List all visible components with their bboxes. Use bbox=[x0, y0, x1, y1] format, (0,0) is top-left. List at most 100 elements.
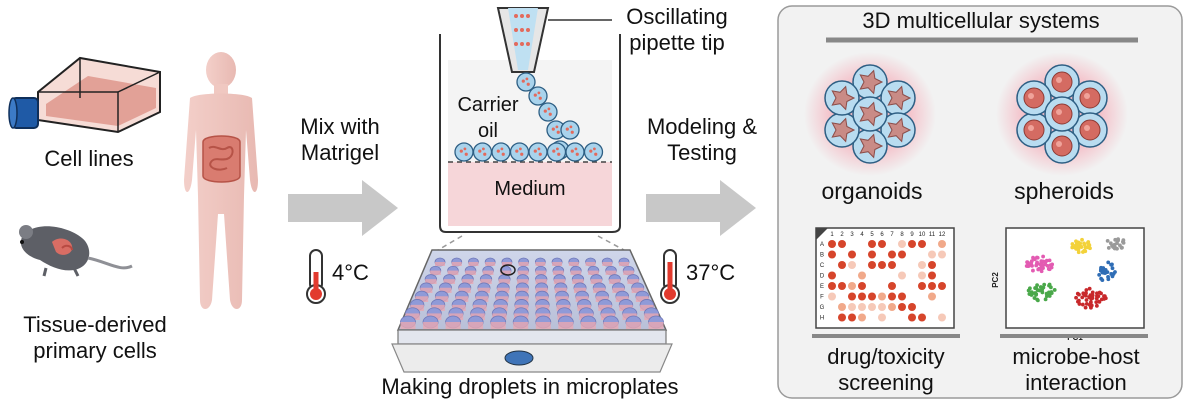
droplet bbox=[538, 102, 558, 122]
well-medium bbox=[443, 279, 455, 284]
droplet bbox=[454, 142, 474, 162]
pca-point bbox=[1026, 262, 1031, 266]
pipette-dot bbox=[520, 28, 524, 32]
well-medium bbox=[635, 296, 649, 302]
plate-well-dot bbox=[888, 261, 896, 269]
pca-point bbox=[1088, 246, 1092, 251]
pipette-dot bbox=[514, 14, 518, 18]
spheroid bbox=[1044, 64, 1080, 100]
pca-point bbox=[1080, 237, 1084, 242]
well-medium bbox=[625, 322, 641, 329]
well-medium bbox=[405, 313, 420, 320]
plate-well-dot bbox=[888, 250, 896, 259]
pca-point bbox=[1041, 266, 1045, 270]
well-medium bbox=[482, 270, 494, 275]
plate-column-label: 10 bbox=[919, 232, 926, 238]
pca-point bbox=[1047, 258, 1052, 263]
pca-point bbox=[1090, 293, 1095, 298]
well-medium bbox=[423, 322, 439, 329]
plate-well-dot bbox=[868, 292, 876, 301]
pca-y-label: PC2 bbox=[991, 272, 1000, 288]
well-medium bbox=[500, 270, 512, 275]
carrier-oil-label: Carrier oil bbox=[457, 94, 519, 142]
pca-point bbox=[1113, 237, 1118, 242]
pca-point bbox=[1100, 278, 1105, 283]
plate-column-label: 7 bbox=[890, 232, 894, 238]
pipette-dot bbox=[520, 42, 524, 46]
organoid bbox=[852, 64, 888, 100]
droplet bbox=[583, 142, 604, 162]
pca-point bbox=[1113, 270, 1117, 274]
well-medium bbox=[623, 270, 634, 275]
pca-point bbox=[1090, 296, 1095, 301]
pca-point bbox=[1043, 297, 1048, 302]
pca-point bbox=[1039, 269, 1044, 274]
spheroid bbox=[1044, 96, 1080, 132]
pca-point bbox=[1084, 301, 1089, 306]
microplate-caption: Making droplets in microplates bbox=[381, 374, 679, 399]
plate-well-dot bbox=[868, 303, 876, 311]
pca-point bbox=[1048, 263, 1053, 268]
well-medium bbox=[485, 262, 496, 266]
pca-point bbox=[1103, 267, 1108, 272]
plate-row-label: E bbox=[820, 284, 824, 290]
droplet bbox=[472, 142, 493, 162]
pca-point bbox=[1106, 260, 1111, 265]
well-medium bbox=[619, 262, 629, 266]
well-medium bbox=[552, 262, 563, 266]
plate-well-dot bbox=[868, 261, 876, 269]
plate-well-dot bbox=[858, 282, 866, 290]
plate-column-label: 5 bbox=[870, 232, 874, 238]
plate-well-dot bbox=[908, 240, 916, 248]
pca-point bbox=[1096, 294, 1101, 299]
well-medium bbox=[425, 279, 437, 284]
pca-point bbox=[1121, 240, 1126, 245]
plate-well-dot bbox=[878, 261, 886, 269]
pca-point bbox=[1087, 286, 1092, 291]
pca-point bbox=[1102, 294, 1107, 299]
droplet bbox=[546, 142, 567, 162]
well-medium bbox=[415, 296, 429, 302]
pca-point bbox=[1040, 290, 1045, 295]
well-medium bbox=[580, 322, 596, 329]
pca-point bbox=[1087, 294, 1092, 299]
well-medium bbox=[430, 270, 441, 275]
plate-well-dot bbox=[868, 240, 876, 248]
well-medium bbox=[588, 270, 599, 275]
plate-column-label: 11 bbox=[929, 232, 936, 238]
pca-point bbox=[1111, 245, 1115, 249]
well-medium bbox=[447, 270, 459, 275]
pca-point bbox=[1032, 296, 1037, 300]
droplet bbox=[528, 142, 548, 162]
pca-point bbox=[1099, 265, 1103, 270]
well-medium bbox=[498, 279, 511, 284]
pca-point bbox=[1035, 260, 1039, 265]
plate-well-dot bbox=[898, 303, 906, 311]
plate-well-dot bbox=[888, 282, 896, 290]
organoid bbox=[824, 112, 860, 148]
pca-point bbox=[1099, 297, 1104, 302]
organoids-graphic bbox=[804, 52, 936, 176]
well-medium bbox=[552, 270, 564, 275]
well-medium bbox=[615, 296, 629, 302]
pca-point bbox=[1030, 291, 1035, 296]
droplet bbox=[516, 72, 536, 92]
systems-panel-title: 3D multicellular systems bbox=[862, 8, 1100, 33]
well-medium bbox=[593, 287, 606, 293]
plate-well-dot bbox=[928, 261, 936, 269]
plate-well-dot bbox=[898, 292, 906, 301]
selected-well bbox=[500, 264, 516, 276]
pca-point bbox=[1110, 266, 1115, 271]
plate-row-label: C bbox=[820, 263, 825, 269]
pca-point bbox=[1074, 295, 1078, 300]
well-medium bbox=[468, 262, 479, 266]
well-medium bbox=[644, 313, 659, 320]
plate-well-dot bbox=[888, 303, 896, 311]
plate-well-dot bbox=[828, 240, 836, 248]
tissue-primary-label: Tissue-derived primary cells bbox=[23, 312, 167, 363]
spheroid bbox=[1044, 128, 1080, 164]
well-medium bbox=[570, 270, 582, 275]
well-medium bbox=[535, 279, 547, 284]
pca-point bbox=[1119, 245, 1124, 250]
